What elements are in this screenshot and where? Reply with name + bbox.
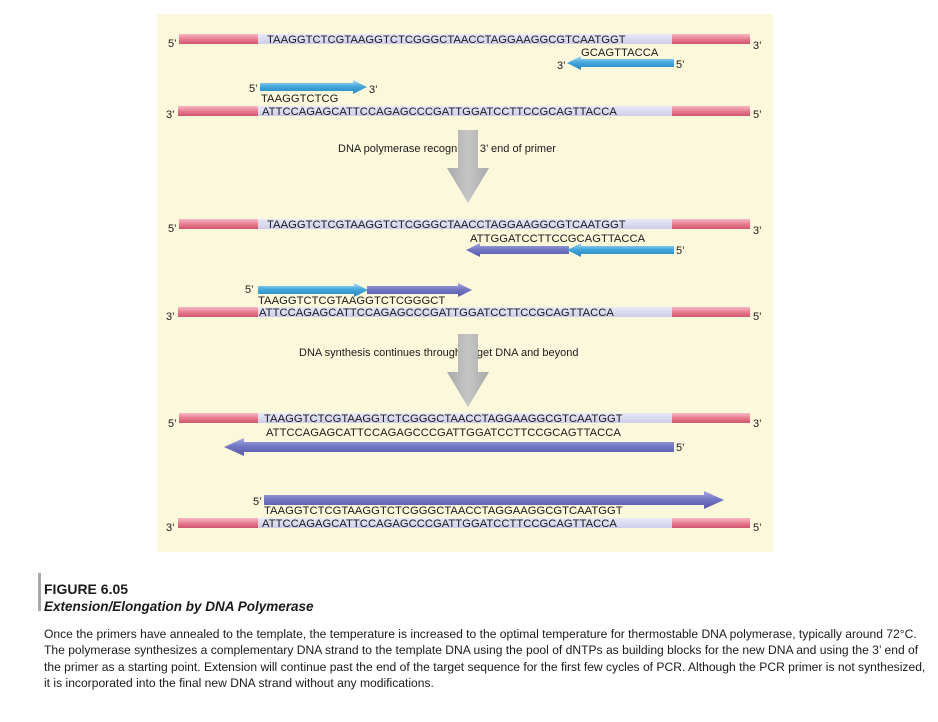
strand-end-5prime: 5’ (676, 442, 685, 454)
step-2-arrow (447, 334, 489, 407)
reverse-primer-arrow (567, 243, 674, 257)
strand-end-5prime: 5’ (753, 522, 762, 534)
reverse-extended-sequence: ATTGGATCCTTCCGCAGTTACCA (470, 233, 646, 245)
new-dna-arrow-forward (367, 283, 472, 297)
new-dna-arrow-forward (264, 491, 724, 509)
strand-end-3prime: 3’ (753, 225, 762, 237)
top-strand-sequence: TAAGGTCTCGTAAGGTCTCGGGCTAACCTAGGAAGGCGTC… (264, 413, 623, 425)
step-2-text: DNA synthesis continues through target D… (299, 347, 579, 359)
template-strand-bottom-left (178, 307, 258, 317)
diagram-background (157, 14, 773, 552)
template-strand-top-left (179, 219, 258, 229)
primer-end-5prime: 5’ (245, 284, 254, 296)
strand-end-3prime: 3’ (166, 109, 175, 121)
template-strand-top-right (672, 34, 750, 44)
strand-end-3prime: 3’ (166, 311, 175, 323)
new-top-sequence: TAAGGTCTCGTAAGGTCTCGGGCTAACCTAGGAAGGCGTC… (264, 505, 623, 517)
target-region-bottom (258, 518, 672, 528)
target-region-top (258, 34, 672, 44)
primer-end-3prime: 3’ (369, 84, 378, 96)
template-strand-bottom-right (672, 518, 750, 528)
strand-end-3prime: 3’ (166, 522, 175, 534)
figure-caption-body: Once the primers have annealed to the te… (44, 627, 926, 690)
new-complement-sequence: ATTCCAGAGCATTCCAGAGCCCGATTGGATCCTTCCGCAG… (266, 427, 621, 439)
step-1-text: DNA polymerase recognizes 3’ end of prim… (338, 143, 556, 155)
strand-end-5prime: 5’ (753, 311, 762, 323)
new-dna-arrow-reverse (224, 438, 674, 456)
bottom-strand-sequence: ATTCCAGAGCATTCCAGAGCCCGATTGGATCCTTCCGCAG… (262, 106, 617, 118)
target-region-top (258, 219, 672, 229)
strand-end-5prime: 5’ (253, 496, 262, 508)
reverse-primer-sequence: GCAGTTACCA (581, 47, 659, 59)
top-strand-sequence: TAAGGTCTCGTAAGGTCTCGGGCTAACCTAGGAAGGCGTC… (267, 34, 626, 46)
target-region-top (258, 413, 672, 423)
bottom-strand-sequence: ATTCCAGAGCATTCCAGAGCCCGATTGGATCCTTCCGCAG… (259, 307, 614, 319)
template-strand-bottom-right (672, 106, 750, 116)
template-strand-top-left (179, 34, 258, 44)
target-region-bottom (258, 307, 672, 317)
template-strand-top-right (672, 219, 750, 229)
reverse-primer-arrow (567, 56, 674, 70)
primer-end-5prime: 5’ (676, 59, 685, 71)
strand-end-3prime: 3’ (753, 40, 762, 52)
figure-title: Extension/Elongation by DNA Polymerase (44, 599, 314, 614)
target-region-bottom (258, 106, 672, 116)
template-strand-bottom-left (178, 518, 258, 528)
forward-extended-sequence: TAAGGTCTCGTAAGGTCTCGGGCT (258, 295, 446, 307)
template-strand-bottom-left (178, 106, 258, 116)
strand-end-5prime: 5’ (168, 38, 177, 50)
strand-end-3prime: 3’ (753, 418, 762, 430)
new-dna-arrow-reverse (466, 243, 569, 257)
strand-end-5prime: 5’ (753, 109, 762, 121)
bottom-strand-sequence: ATTCCAGAGCATTCCAGAGCCCGATTGGATCCTTCCGCAG… (262, 518, 617, 530)
strand-end-5prime: 5’ (168, 223, 177, 235)
forward-primer-sequence: TAAGGTCTCG (261, 93, 339, 105)
caption-bar (38, 573, 931, 611)
primer-end-5prime: 5’ (676, 245, 685, 257)
primer-end-5prime: 5’ (249, 83, 258, 95)
figure-number: FIGURE 6.05 (44, 581, 129, 597)
strand-end-5prime: 5’ (168, 418, 177, 430)
forward-primer-arrow (260, 80, 367, 94)
step-1-arrow (447, 130, 489, 203)
template-strand-top-right (672, 413, 750, 423)
forward-primer-arrow (258, 283, 368, 297)
top-strand-sequence: TAAGGTCTCGTAAGGTCTCGGGCTAACCTAGGAAGGCGTC… (267, 219, 626, 231)
template-strand-bottom-right (672, 307, 750, 317)
template-strand-top-left (179, 413, 258, 423)
primer-end-3prime: 3’ (557, 60, 566, 72)
